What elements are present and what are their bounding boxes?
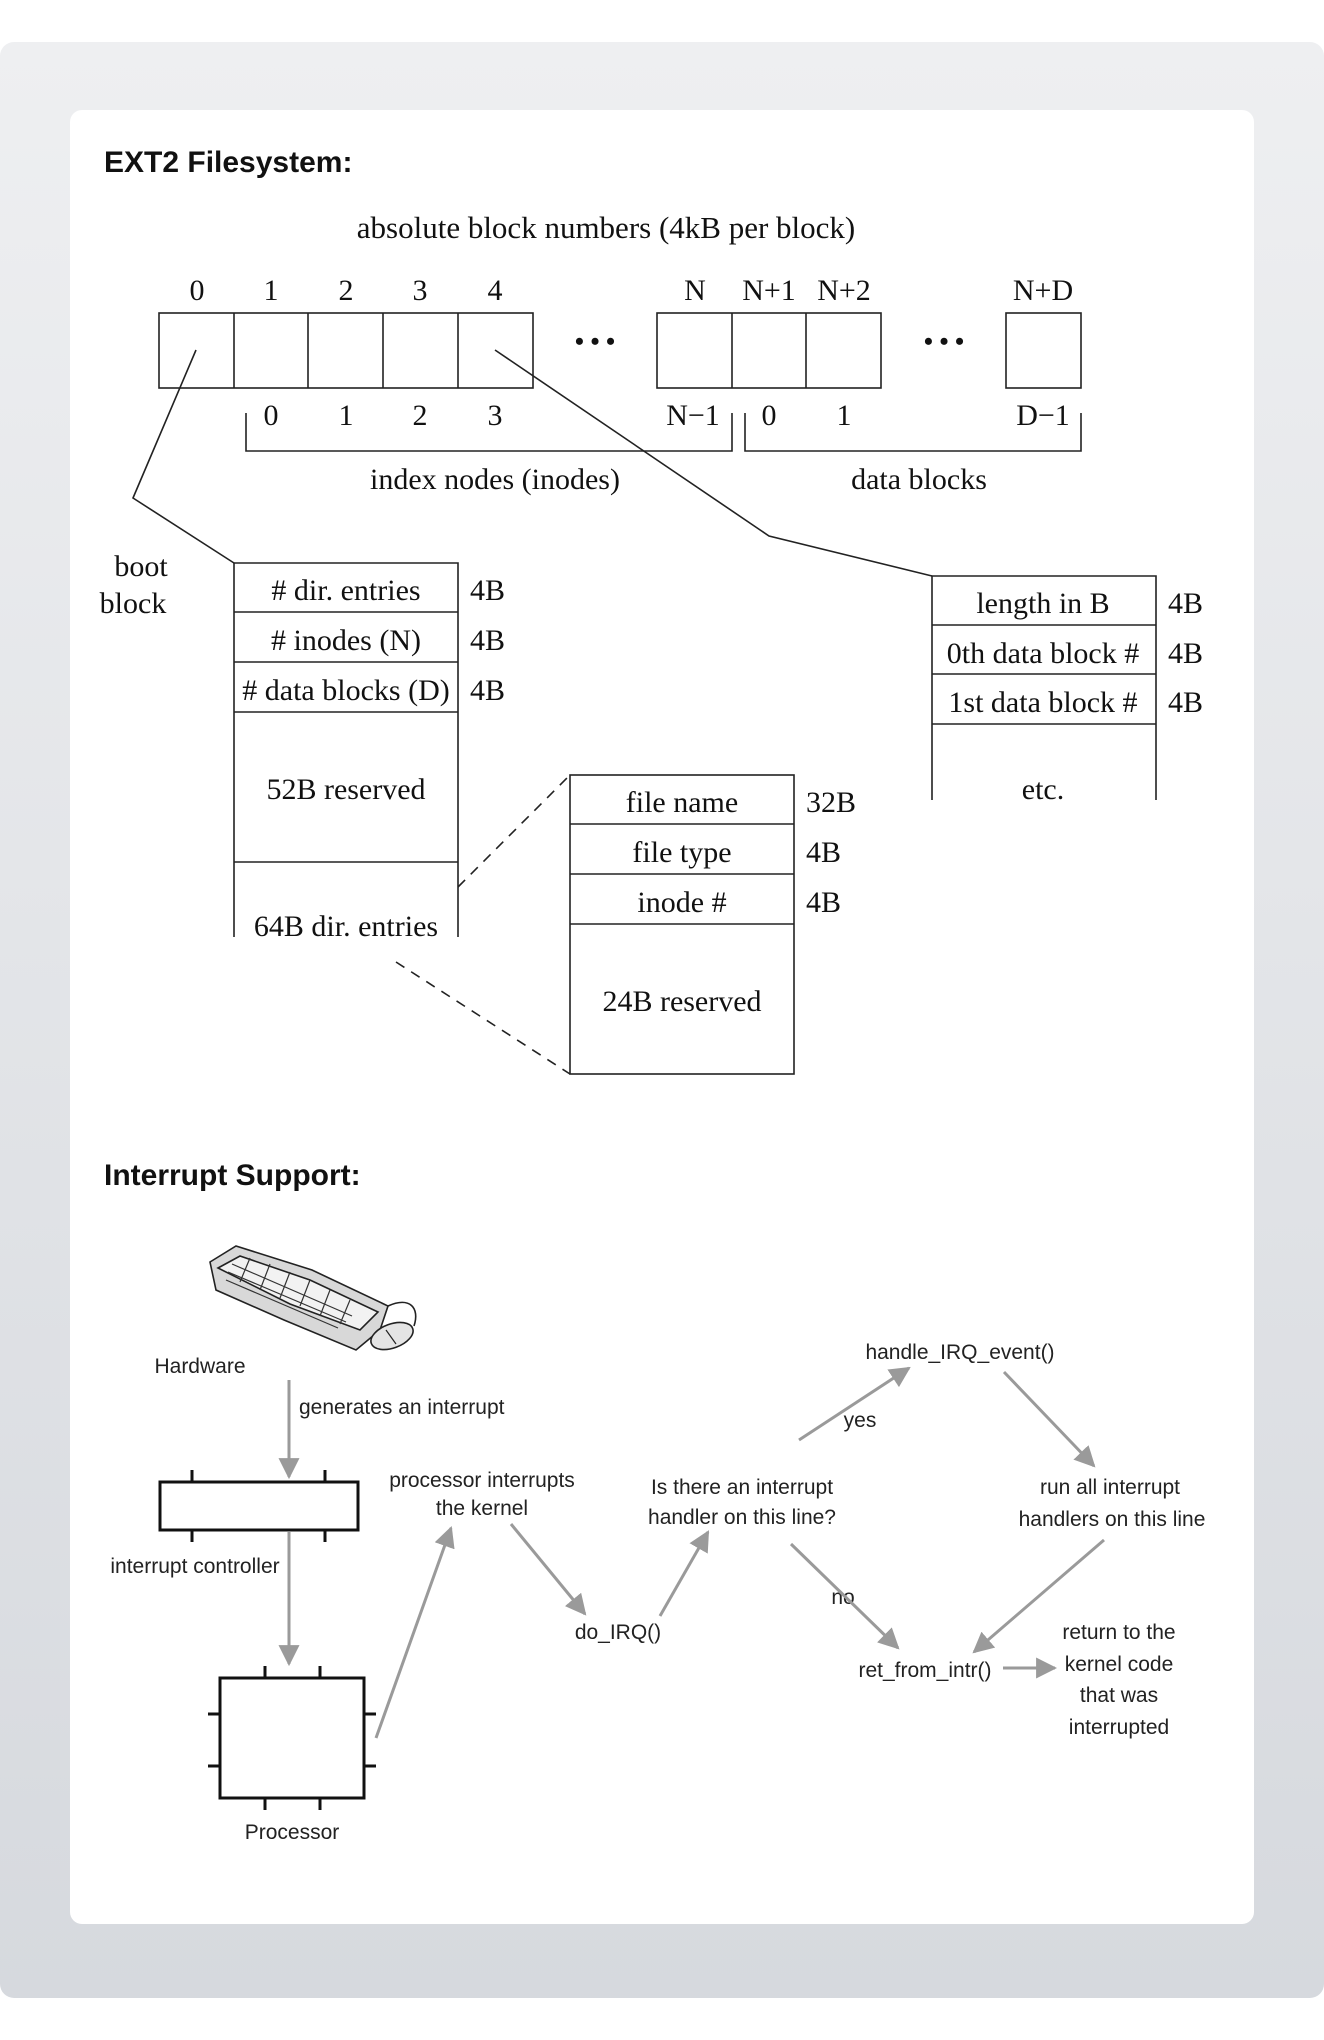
ext2-diagram: absolute block numbers (4kB per block) 0… — [100, 210, 1203, 1075]
block-number-nd: N+D — [1013, 274, 1073, 307]
data-blocks-label: data blocks — [851, 463, 987, 496]
dentry-row-file-name-size: 32B — [806, 786, 856, 819]
block-number-n2: N+2 — [817, 274, 871, 307]
inode-indices: 0 1 2 3 N−1 0 1 D−1 — [264, 399, 1070, 432]
inode-table — [931, 575, 1157, 800]
block-number-n: N — [684, 274, 706, 307]
boot-dir-entries: 64B dir. entries — [254, 910, 438, 943]
return-to-line2: kernel code — [1065, 1653, 1174, 1676]
interrupt-controller-label: interrupt controller — [110, 1555, 279, 1578]
inode-index-3: 3 — [488, 399, 503, 432]
handle-irq-event-label: handle_IRQ_event() — [865, 1341, 1054, 1364]
dentry-row-inode-size: 4B — [806, 886, 841, 919]
processor-interrupts-line1: processor interrupts — [389, 1469, 575, 1492]
yes-label: yes — [844, 1409, 877, 1432]
inode-index-0: 0 — [264, 399, 279, 432]
no-label: no — [831, 1586, 854, 1609]
boot-row-dir-entries-size: 4B — [470, 574, 505, 607]
inode-row-1st-block-size: 4B — [1168, 686, 1203, 719]
flow-arrows — [278, 1366, 1105, 1739]
inode-index-1: 1 — [339, 399, 354, 432]
boot-row-data-blocks: # data blocks (D) — [242, 674, 449, 707]
arrow-processor-to-kernel — [374, 1526, 455, 1739]
arrow-do-irq-to-question — [658, 1530, 710, 1617]
ext2-section-title: EXT2 Filesystem: — [104, 146, 353, 179]
dentry-row-file-type-size: 4B — [806, 836, 841, 869]
ellipsis-1: • • • — [575, 327, 615, 356]
inode-connector — [494, 349, 933, 577]
question-line1: Is there an interrupt — [651, 1476, 833, 1499]
dentry-reserved: 24B reserved — [602, 985, 761, 1018]
inode-index-2: 2 — [413, 399, 428, 432]
inode-row-0th-block-size: 4B — [1168, 637, 1203, 670]
boot-row-data-blocks-size: 4B — [470, 674, 505, 707]
run-all-line1: run all interrupt — [1040, 1476, 1180, 1499]
dentry-dashed-lower — [395, 961, 571, 1075]
boot-block-table — [233, 562, 459, 937]
generates-interrupt-label: generates an interrupt — [299, 1396, 505, 1419]
processor-label: Processor — [245, 1821, 340, 1844]
arrow-run-all-to-ret — [972, 1538, 1105, 1654]
inodes-label: index nodes (inodes) — [370, 463, 620, 496]
block-number-2: 2 — [339, 274, 354, 307]
arrow-kernel-to-do-irq — [509, 1523, 587, 1616]
block-number-4: 4 — [488, 274, 503, 307]
block-number-0: 0 — [190, 274, 205, 307]
processor-chip — [208, 1666, 376, 1810]
inode-row-length-size: 4B — [1168, 587, 1203, 620]
block-number-n1: N+1 — [742, 274, 796, 307]
boot-reserved: 52B reserved — [266, 773, 425, 806]
inode-etc: etc. — [1022, 773, 1064, 806]
top-numbers: 0 1 2 3 4 N N+1 N+2 N+D — [190, 274, 1074, 307]
dentry-rows: file name file type inode # 32B 4B 4B 24… — [602, 786, 856, 1018]
arrow-question-to-handle — [798, 1366, 911, 1442]
keyboard-mouse-icon — [209, 1245, 417, 1351]
boot-row-inodes-size: 4B — [470, 624, 505, 657]
ret-from-intr-label: ret_from_intr() — [858, 1659, 991, 1682]
return-to-line3: that was — [1080, 1684, 1158, 1707]
boot-block-connector — [131, 349, 235, 564]
first-blocks — [158, 312, 534, 389]
return-to-line1: return to the — [1062, 1621, 1175, 1644]
boot-row-dir-entries: # dir. entries — [271, 574, 420, 607]
inode-row-0th-block: 0th data block # — [947, 637, 1139, 670]
dentry-row-file-name: file name — [626, 786, 738, 819]
dentry-row-inode: inode # — [637, 886, 726, 919]
interrupt-diagram: Hardware generates an interrupt interrup… — [110, 1245, 1206, 1844]
last-block — [1005, 312, 1082, 389]
boot-block-label-line2: block — [100, 587, 167, 620]
inode-index-n-minus-1: N−1 — [666, 399, 720, 432]
processor-interrupts-line2: the kernel — [436, 1497, 528, 1520]
data-index-d-minus-1: D−1 — [1016, 399, 1070, 432]
interrupt-controller-box — [158, 1470, 360, 1542]
return-to-line4: interrupted — [1069, 1716, 1169, 1739]
run-all-line2: handlers on this line — [1019, 1508, 1206, 1531]
block-numbers-header: absolute block numbers (4kB per block) — [357, 210, 855, 245]
ellipsis-2: • • • — [924, 327, 964, 356]
inode-rows: length in B 0th data block # 1st data bl… — [947, 587, 1203, 806]
data-index-1: 1 — [837, 399, 852, 432]
dentry-row-file-type: file type — [632, 836, 731, 869]
interrupt-section-title: Interrupt Support: — [104, 1159, 361, 1192]
boot-row-inodes: # inodes (N) — [271, 624, 421, 657]
block-number-3: 3 — [413, 274, 428, 307]
block-number-1: 1 — [264, 274, 279, 307]
inodes-bracket — [245, 413, 733, 452]
do-irq-label: do_IRQ() — [575, 1621, 661, 1644]
middle-blocks — [656, 312, 882, 389]
inode-row-length: length in B — [976, 587, 1109, 620]
data-blocks-bracket — [744, 413, 1082, 452]
hardware-label: Hardware — [154, 1355, 245, 1378]
inode-row-1st-block: 1st data block # — [948, 686, 1137, 719]
boot-block-label-line1: boot — [114, 550, 168, 583]
dentry-dashed-upper — [457, 774, 571, 888]
boot-block-rows: # dir. entries # inodes (N) # data block… — [242, 574, 505, 943]
content-card — [70, 110, 1254, 1924]
arrow-question-to-ret — [789, 1542, 900, 1650]
data-index-0: 0 — [762, 399, 777, 432]
arrow-handle-to-run-all — [1002, 1370, 1096, 1468]
question-line2: handler on this line? — [648, 1506, 836, 1529]
